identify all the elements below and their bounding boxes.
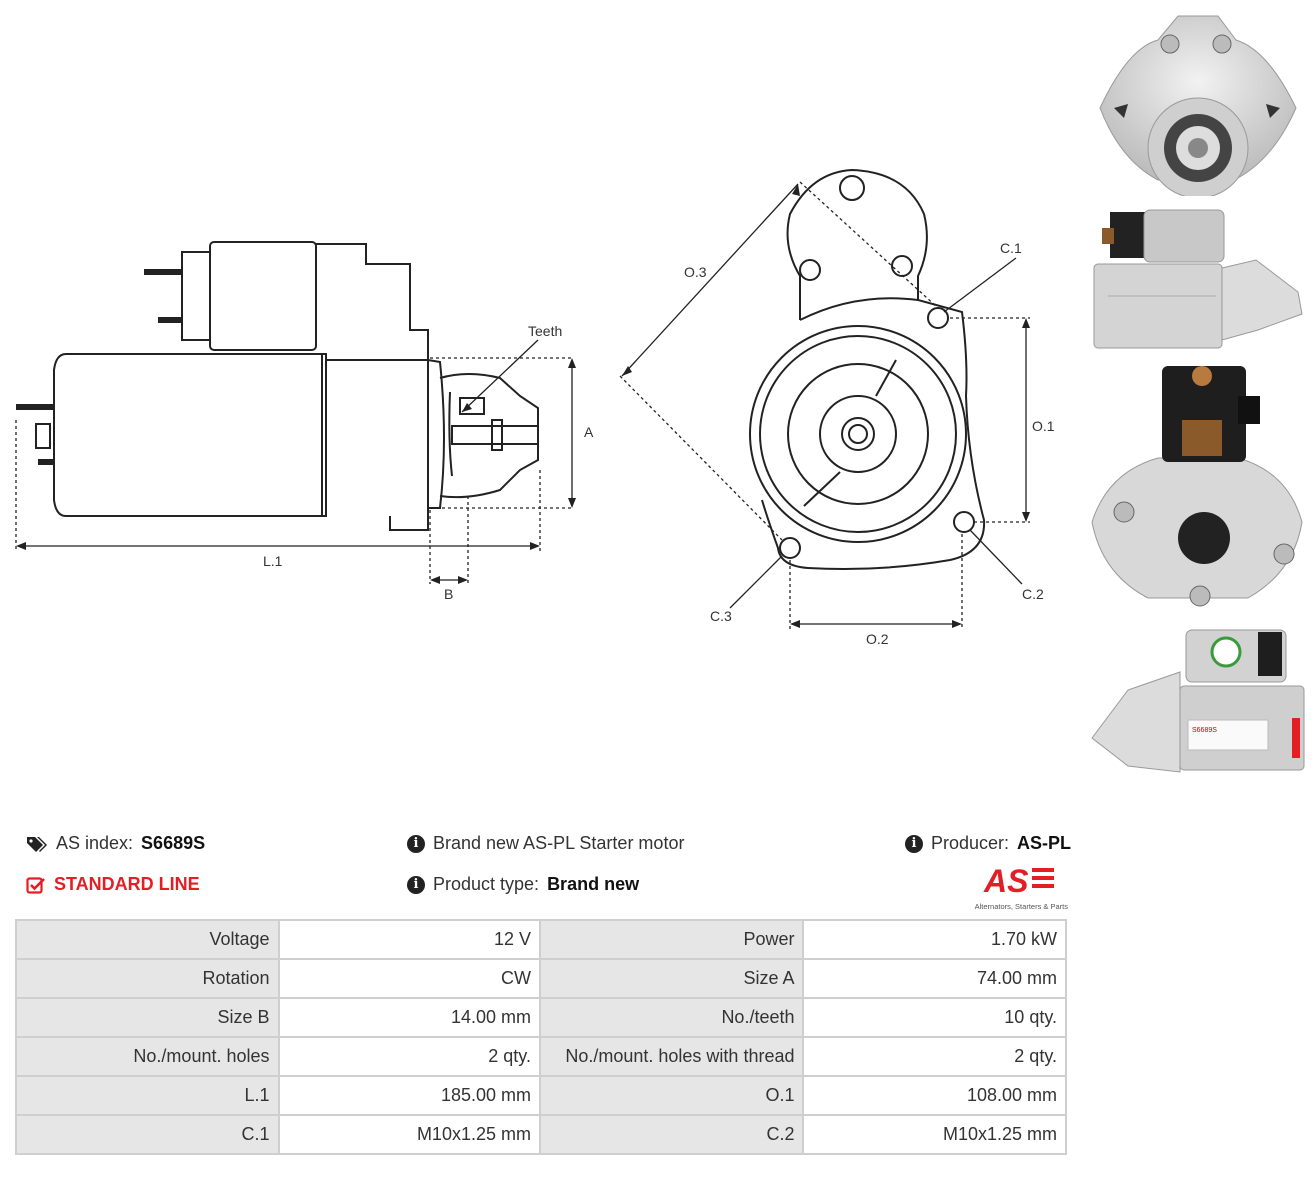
teeth-label: Teeth	[528, 323, 562, 339]
info-icon: i	[407, 875, 425, 894]
spec-value: 2 qty.	[802, 1036, 1067, 1077]
spec-label: O.1	[538, 1075, 805, 1116]
dimension-a-label: A	[584, 424, 594, 440]
o2-label: O.2	[866, 631, 889, 647]
spec-value: 108.00 mm	[802, 1075, 1067, 1116]
spec-value: 2 qty.	[277, 1036, 541, 1077]
spec-label: Size A	[538, 958, 805, 999]
spec-label: No./mount. holes with thread	[538, 1036, 805, 1077]
spec-value: M10x1.25 mm	[802, 1114, 1067, 1155]
spec-label: Power	[538, 919, 805, 960]
o3-label: O.3	[684, 264, 707, 280]
spec-value: 14.00 mm	[277, 997, 541, 1038]
spec-label: Voltage	[15, 919, 280, 960]
spec-value: 10 qty.	[802, 997, 1067, 1038]
as-index-value: S6689S	[141, 833, 206, 853]
photo-rear-view[interactable]	[1088, 362, 1308, 616]
as-logo-mark: AS	[983, 863, 1054, 899]
info-icon: i	[407, 834, 425, 853]
dimension-l1-label: L.1	[263, 553, 283, 569]
photo-label-view[interactable]: S6689S	[1088, 626, 1308, 774]
spec-value: 1.70 kW	[802, 919, 1067, 960]
standard-line-label: STANDARD LINE	[54, 874, 200, 894]
spec-label: Size B	[15, 997, 280, 1038]
spec-label: Rotation	[15, 958, 280, 999]
photo-label-code: S6689S	[1192, 727, 1217, 734]
photo-side-view[interactable]	[1088, 206, 1308, 352]
spec-label: No./mount. holes	[15, 1036, 280, 1077]
producer-value: AS-PL	[1017, 833, 1072, 853]
spec-value: M10x1.25 mm	[277, 1114, 541, 1155]
producer-label: Producer:	[931, 833, 1010, 853]
c2-label: C.2	[1022, 586, 1044, 602]
spec-value: CW	[277, 958, 541, 999]
check-square-icon	[26, 876, 45, 894]
description-text: Brand new AS-PL Starter motor	[433, 833, 685, 853]
spec-label: No./teeth	[538, 997, 805, 1038]
spec-value: 185.00 mm	[277, 1075, 541, 1116]
spec-label: C.2	[538, 1114, 805, 1155]
info-icon: i	[905, 834, 923, 853]
svg-text:AS: AS	[983, 863, 1029, 896]
spec-value: 74.00 mm	[802, 958, 1067, 999]
side-view-drawing: Teeth A B L.1	[15, 241, 594, 602]
product-type-row: i Product type: Brand new	[407, 874, 639, 895]
product-type-label: Product type:	[433, 874, 540, 894]
as-index-label: AS index:	[56, 833, 134, 853]
tags-icon	[27, 836, 47, 852]
as-index-row: AS index: S6689S	[26, 833, 205, 854]
description-row: i Brand new AS-PL Starter motor	[407, 833, 684, 854]
as-pl-logo: AS Alternators, Starters & Parts	[960, 862, 1068, 911]
standard-line-row: STANDARD LINE	[26, 874, 200, 895]
spec-label: C.1	[15, 1114, 280, 1155]
spec-value: 12 V	[277, 919, 541, 960]
spec-label: L.1	[15, 1075, 280, 1116]
c1-label: C.1	[1000, 240, 1022, 256]
photo-front-view[interactable]	[1088, 8, 1306, 196]
o1-label: O.1	[1032, 418, 1055, 434]
producer-row: i Producer: AS-PL	[905, 833, 1071, 854]
logo-tagline: Alternators, Starters & Parts	[974, 902, 1068, 911]
dimension-b-label: B	[444, 586, 453, 602]
c3-label: C.3	[710, 608, 732, 624]
flange-view-drawing: C.1 O.1 C.2 O.2 C.3 O.3	[619, 168, 1055, 647]
product-type-value: Brand new	[547, 874, 640, 894]
